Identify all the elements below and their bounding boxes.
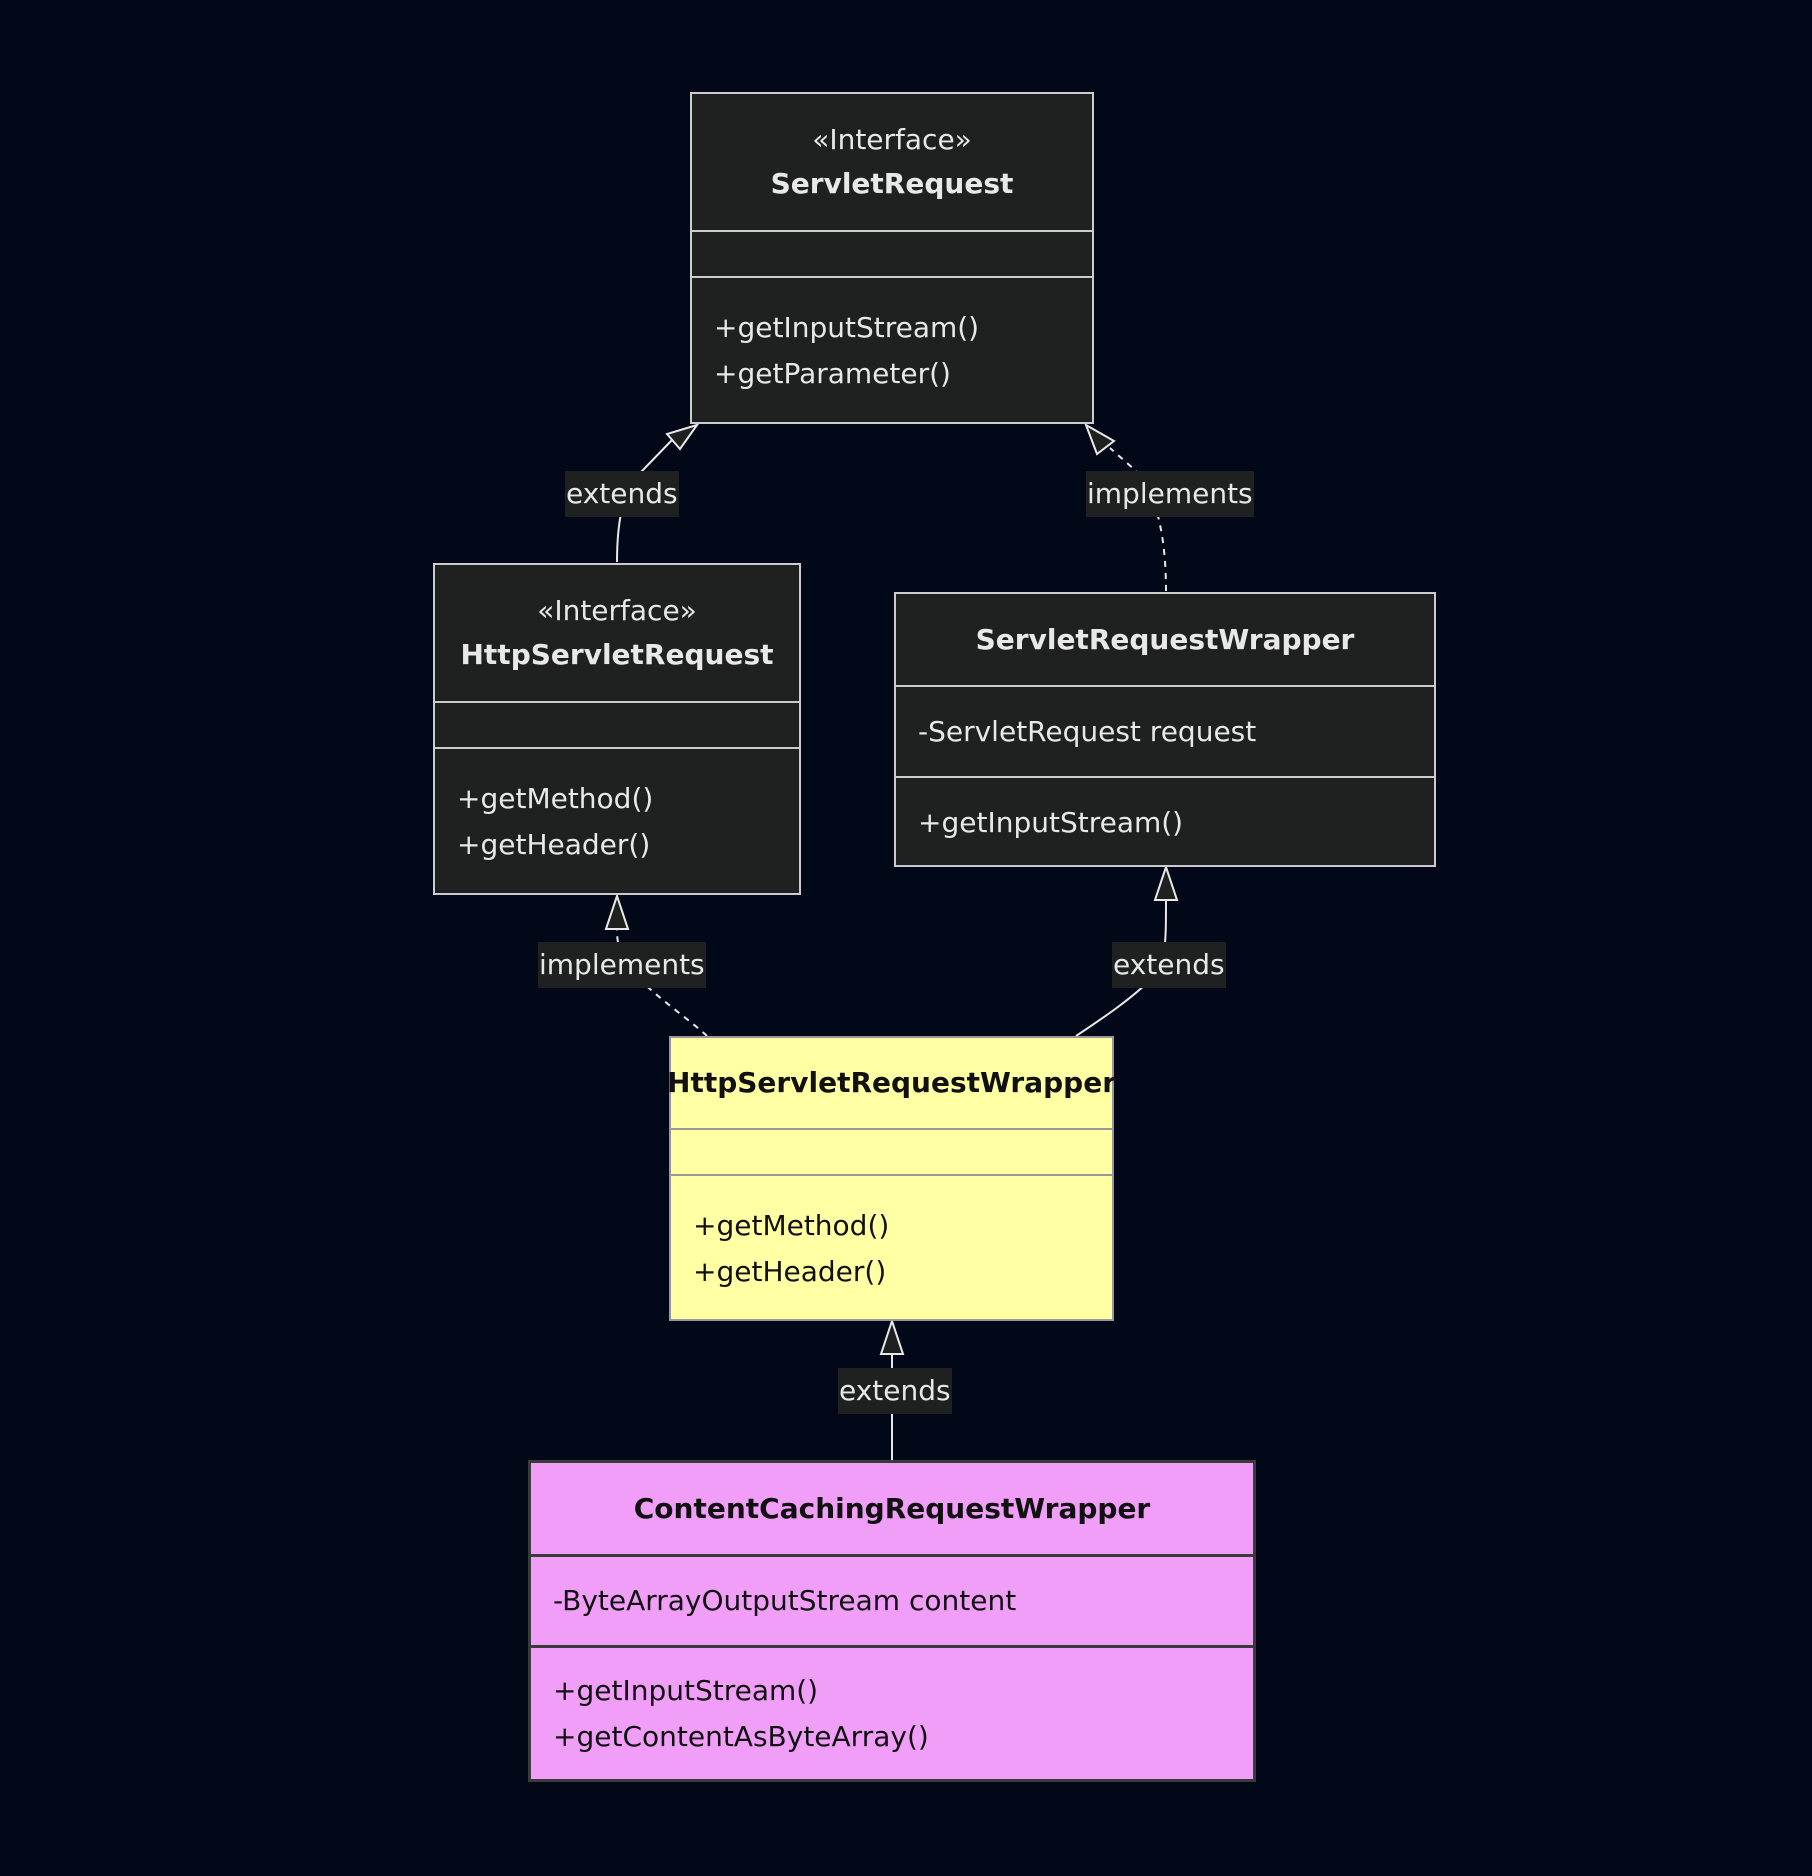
stereotype-label: «Interface» <box>537 594 697 627</box>
inheritance-arrowhead <box>879 1317 905 1355</box>
stereotype-label: «Interface» <box>812 123 972 156</box>
method-item: +getContentAsByteArray() <box>553 1719 929 1753</box>
edge-servlet-request-wrapper-implements-servlet-request <box>1109 447 1167 592</box>
inheritance-arrowhead <box>665 423 700 451</box>
attribute-item: -ServletRequest request <box>918 714 1257 748</box>
inheritance-arrowhead <box>604 892 630 930</box>
class-header: HttpServletRequestWrapper <box>667 1038 1116 1128</box>
class-header: «Interface» ServletRequest <box>692 94 1092 230</box>
class-servlet-request-wrapper[interactable]: ServletRequestWrapper -ServletRequest re… <box>894 592 1436 867</box>
class-content-caching-request-wrapper[interactable]: ContentCachingRequestWrapper -ByteArrayO… <box>528 1460 1256 1782</box>
methods-section: +getInputStream() +getParameter() <box>692 276 1092 424</box>
class-name: HttpServletRequestWrapper <box>667 1066 1116 1099</box>
methods-section: +getMethod() +getHeader() <box>671 1174 1112 1321</box>
attributes-section: -ByteArrayOutputStream content <box>531 1554 1253 1645</box>
class-name: HttpServletRequest <box>460 638 774 671</box>
attribute-item: -ByteArrayOutputStream content <box>553 1584 1017 1617</box>
attributes-section <box>692 230 1092 276</box>
method-item: +getInputStream() <box>918 805 1184 839</box>
methods-section: +getInputStream() +getContentAsByteArray… <box>531 1645 1253 1779</box>
class-servlet-request[interactable]: «Interface» ServletRequest +getInputStre… <box>690 92 1094 424</box>
method-item: +getHeader() <box>693 1254 887 1288</box>
method-item: +getInputStream() <box>714 311 980 344</box>
class-name: ServletRequest <box>770 167 1014 200</box>
methods-section: +getInputStream() <box>896 776 1434 867</box>
class-header: «Interface» HttpServletRequest <box>435 565 799 701</box>
attributes-section <box>671 1128 1112 1174</box>
edge-label-implements: implements <box>538 942 706 988</box>
edge-label-implements: implements <box>1086 471 1254 517</box>
class-header: ContentCachingRequestWrapper <box>531 1463 1253 1554</box>
inheritance-arrowhead <box>1153 863 1179 901</box>
methods-section: +getMethod() +getHeader() <box>435 747 799 895</box>
method-item: +getInputStream() <box>553 1673 819 1707</box>
class-name: ServletRequestWrapper <box>975 622 1355 656</box>
class-header: ServletRequestWrapper <box>896 594 1434 685</box>
method-item: +getParameter() <box>714 357 951 390</box>
edge-label-extends: extends <box>838 1368 952 1414</box>
inheritance-arrowhead <box>1084 422 1116 456</box>
method-item: +getMethod() <box>457 782 654 815</box>
method-item: +getHeader() <box>457 828 651 861</box>
method-item: +getMethod() <box>693 1208 890 1242</box>
attributes-section: -ServletRequest request <box>896 685 1434 776</box>
class-http-servlet-request[interactable]: «Interface» HttpServletRequest +getMetho… <box>433 563 801 895</box>
class-name: ContentCachingRequestWrapper <box>633 1491 1151 1525</box>
attributes-section <box>435 701 799 747</box>
class-http-servlet-request-wrapper[interactable]: HttpServletRequestWrapper +getMethod() +… <box>667 1036 1116 1321</box>
edge-label-extends: extends <box>1112 942 1226 988</box>
edge-label-extends: extends <box>565 471 679 517</box>
